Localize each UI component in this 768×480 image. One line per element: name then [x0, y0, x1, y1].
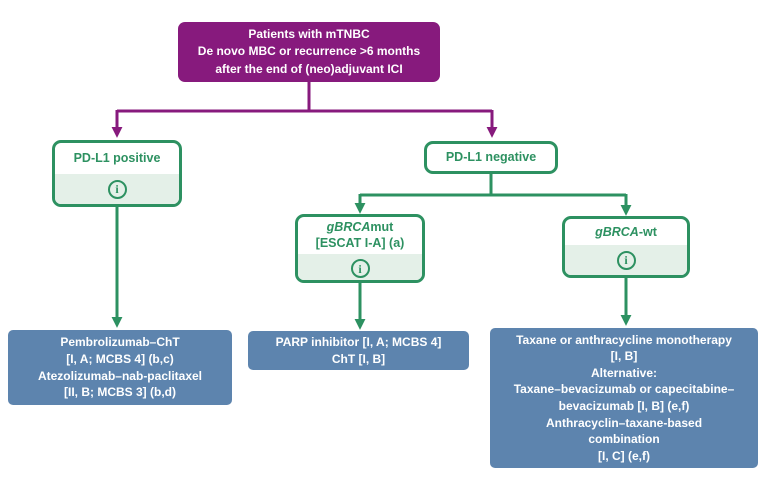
- gene-suffix: -wt: [638, 224, 657, 239]
- decision-pdl1-positive-label: PD-L1 positive: [73, 151, 161, 166]
- treatment-line: [I, C] (e,f): [598, 448, 650, 463]
- gbrca-mut-line2: [ESCAT I-A] (a): [315, 236, 405, 251]
- treatment-line: Alternative:: [590, 365, 658, 380]
- decision-gbrca-wt-label: gBRCA-wt: [565, 219, 687, 245]
- treatment-line: [I, B]: [610, 349, 638, 364]
- info-icon[interactable]: i: [107, 179, 127, 199]
- info-strip: i: [565, 245, 687, 275]
- treatment-line: Pembrolizumab–ChT: [60, 335, 180, 350]
- treatment-line: [I, A; MCBS 4] (b,c): [66, 351, 174, 366]
- treatment-line: Anthracyclin–taxane-based: [545, 415, 703, 430]
- info-strip: i: [298, 253, 422, 280]
- treatment-line: Taxane or anthracycline monotherapy: [516, 332, 732, 347]
- gbrca-mut-line1: gBRCAmut: [327, 219, 394, 235]
- treatment-line: Taxane–bevacizumab or capecitabine–: [513, 382, 735, 397]
- root-box-line: after the end of (neo)adjuvant ICI: [215, 61, 403, 76]
- info-icon-glyph: i: [624, 253, 628, 267]
- root-box-line: De novo MBC or recurrence >6 months: [197, 44, 421, 59]
- treatment-line: ChT [I, B]: [331, 351, 386, 366]
- info-strip: i: [55, 174, 179, 204]
- decision-pdl1-positive: PD-L1 positive i: [52, 140, 182, 207]
- info-icon[interactable]: i: [350, 259, 370, 278]
- treatment-box-gbrca-wt: Taxane or anthracycline monotherapy [I, …: [490, 328, 758, 468]
- treatment-line: bevacizumab [I, B] (e,f): [558, 399, 690, 413]
- decision-gbrca-wt: gBRCA-wt i: [562, 216, 690, 278]
- treatment-line: PARP inhibitor [I, A; MCBS 4]: [275, 334, 442, 349]
- decision-pdl1-negative: PD-L1 negative: [424, 141, 558, 174]
- treatment-box-pdl1-positive: Pembrolizumab–ChT [I, A; MCBS 4] (b,c) A…: [8, 330, 232, 405]
- gene-name-italic: gBRCA: [595, 224, 639, 239]
- gene-name-italic: gBRCA: [326, 220, 371, 234]
- gene-suffix: mut: [370, 220, 394, 234]
- info-icon-glyph: i: [115, 182, 119, 196]
- treatment-box-gbrca-mut: PARP inhibitor [I, A; MCBS 4] ChT [I, B]: [248, 331, 469, 370]
- gbrca-wt-line1: gBRCA-wt: [595, 224, 657, 240]
- treatment-line: [II, B; MCBS 3] (b,d): [64, 385, 176, 400]
- decision-gbrca-mut: gBRCAmut [ESCAT I-A] (a) i: [295, 214, 425, 283]
- root-box-patients-mtnbc: Patients with mTNBC De novo MBC or recur…: [178, 22, 440, 82]
- treatment-line: combination: [588, 432, 660, 447]
- decision-pdl1-negative-label: PD-L1 negative: [445, 150, 537, 165]
- info-icon-glyph: i: [358, 261, 362, 276]
- treatment-line: Atezolizumab–nab-paclitaxel: [37, 368, 203, 383]
- decision-gbrca-mut-label: gBRCAmut [ESCAT I-A] (a): [298, 217, 422, 254]
- info-icon[interactable]: i: [616, 250, 636, 270]
- root-box-line: Patients with mTNBC: [248, 26, 370, 41]
